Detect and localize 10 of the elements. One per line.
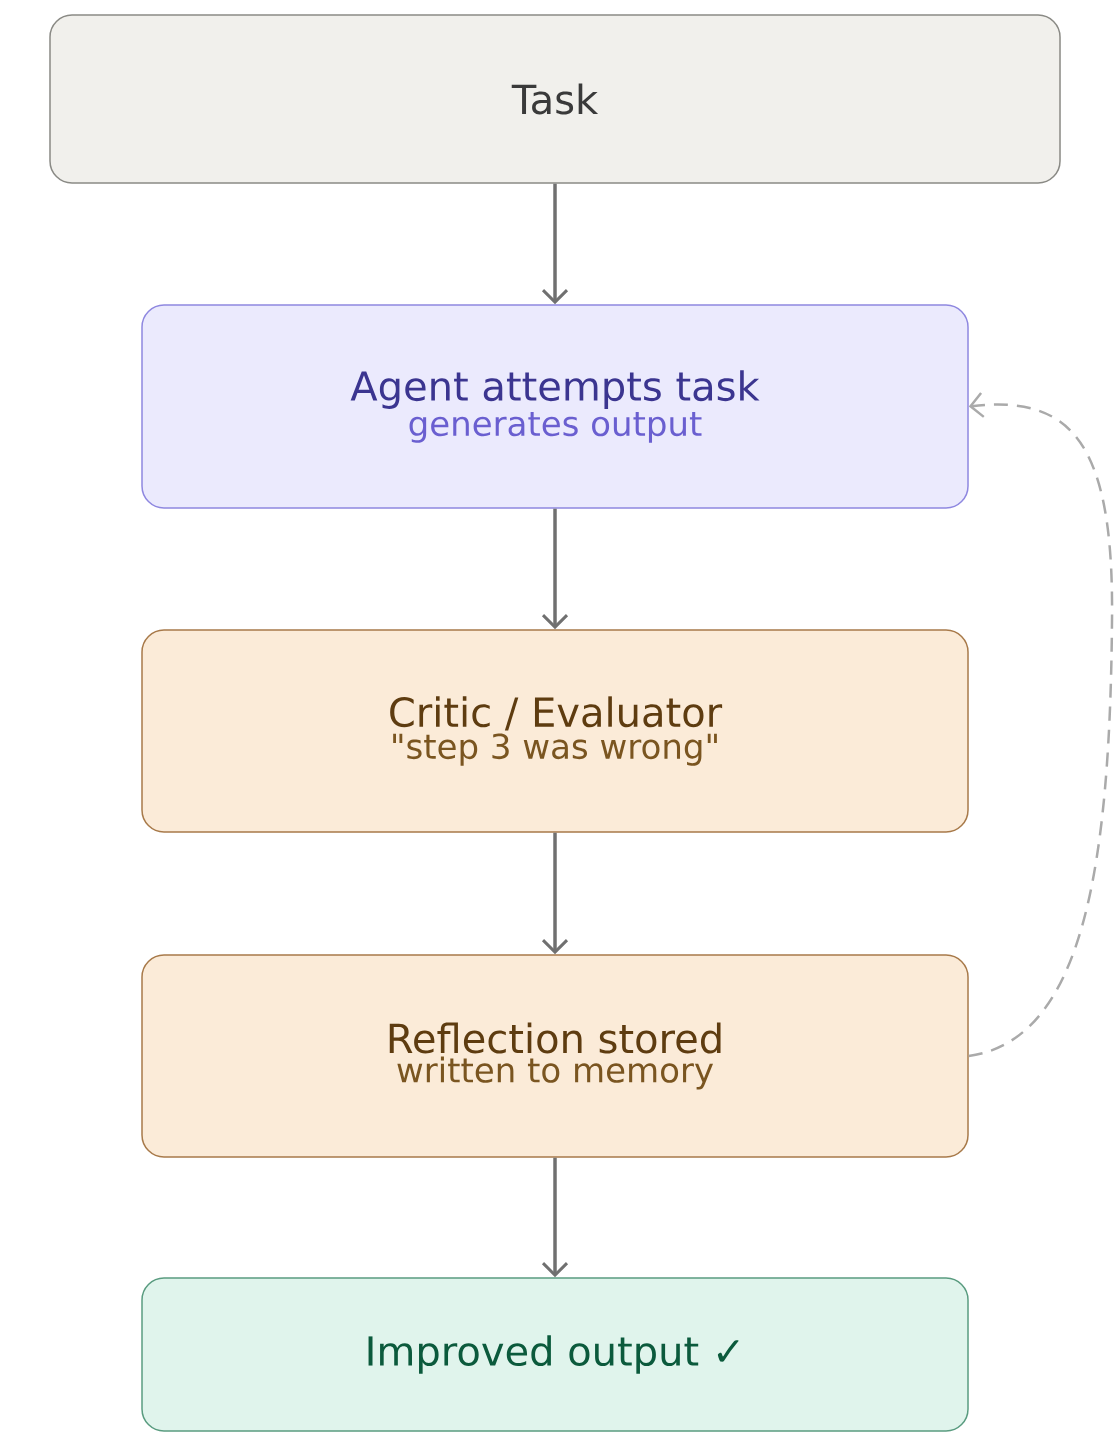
process-box: Improved output ✓ [141,1277,969,1432]
arrow [541,508,569,630]
process-box: Reflection stored written to memory [141,954,969,1158]
arrow [541,832,569,955]
process-box: Agent attempts task generates output [141,304,969,509]
process-box: Task [49,14,1061,184]
process-box: Critic / Evaluator "step 3 was wrong" [141,629,969,833]
arrow [541,183,569,305]
arrow [968,392,1114,1058]
arrow [541,1157,569,1278]
